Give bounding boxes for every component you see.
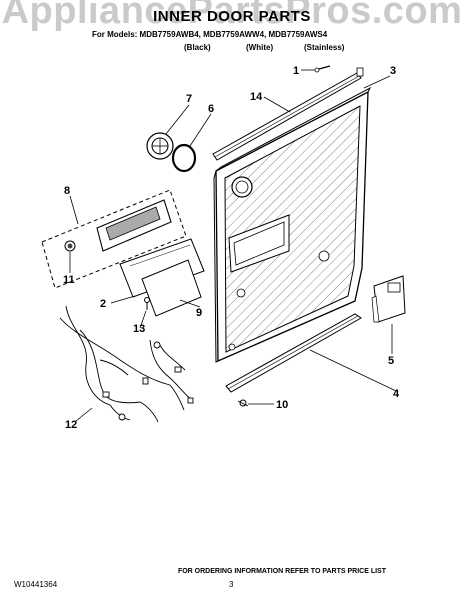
bottom-door-trim [225,313,362,393]
watermark: AppliancePartsPros.com [1,0,463,32]
callout-1: 1 [293,65,299,77]
wire-harness [59,305,194,423]
cap-gasket [171,143,197,173]
inner-door-panel [213,86,372,363]
callout-11: 11 [63,274,75,286]
leader-lines [69,69,397,422]
callout-labels: 1 2 3 4 5 6 7 8 9 10 11 12 13 14 [63,65,400,431]
variant-black: (Black) [184,43,211,52]
ordering-note: FOR ORDERING INFORMATION REFER TO PARTS … [177,568,386,575]
models-line: For Models: MDB7759AWB4, MDB7759AWW4, MD… [92,30,328,39]
dispenser-assembly [41,189,187,289]
document-number: W10441364 [14,580,58,589]
callout-12: 12 [65,419,77,431]
callout-4: 4 [393,388,400,400]
callout-6: 6 [208,103,214,115]
screw-1 [314,65,331,73]
page-number: 3 [229,580,234,589]
variant-white: (White) [246,43,274,52]
callout-7: 7 [186,93,192,105]
callout-9: 9 [196,307,202,319]
screw-13 [144,297,150,310]
variant-stainless: (Stainless) [304,43,345,52]
screw-10 [237,399,249,407]
callout-14: 14 [250,91,263,103]
callout-13: 13 [133,323,145,335]
callout-10: 10 [276,399,288,411]
rinse-aid-cap [146,132,174,160]
callout-5: 5 [388,355,394,367]
callout-2: 2 [100,298,106,310]
hinge-bracket [371,275,406,323]
callout-3: 3 [390,65,396,77]
top-door-gasket [212,67,364,161]
callout-8: 8 [64,185,70,197]
page-title: INNER DOOR PARTS [153,8,311,25]
